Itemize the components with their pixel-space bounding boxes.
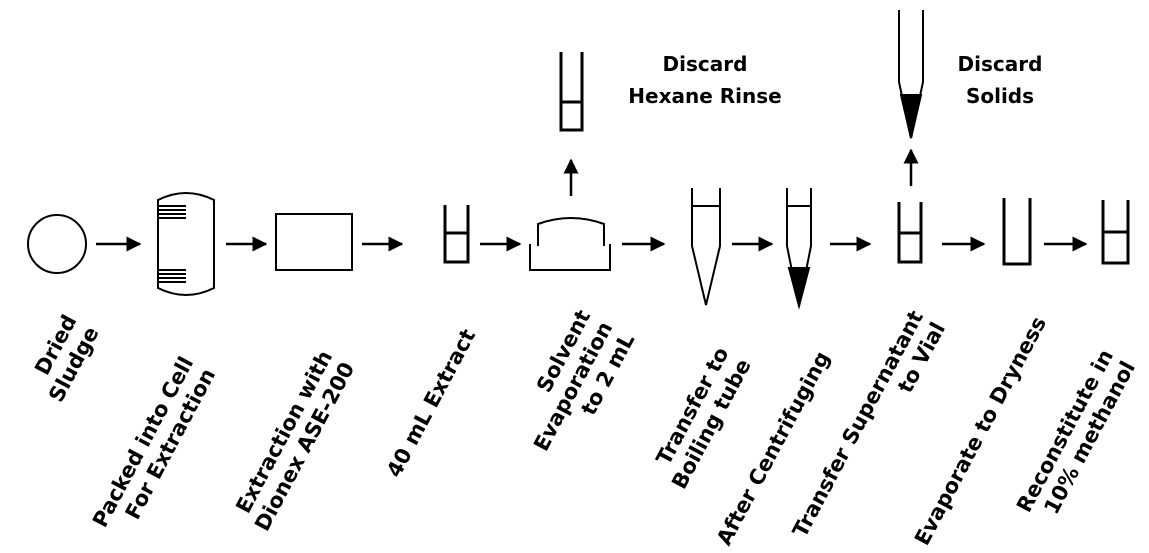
discard-line: Solids bbox=[965, 84, 1035, 108]
discard-solids-label: Discard Solids bbox=[945, 48, 1055, 112]
rectangle-icon bbox=[275, 213, 353, 271]
extraction-cell-icon bbox=[157, 192, 215, 296]
evaporation-vessel-icon bbox=[529, 217, 611, 271]
discard-line: Discard bbox=[662, 52, 748, 76]
vial-icon bbox=[897, 202, 923, 264]
discard-line: Discard bbox=[957, 52, 1043, 76]
vial-icon bbox=[443, 205, 470, 264]
discard-vial-icon bbox=[559, 52, 584, 132]
centrifuge-tube-icon bbox=[786, 188, 812, 310]
discard-tube-icon bbox=[898, 10, 924, 139]
discard-hexane-label: Discard Hexane Rinse bbox=[610, 48, 800, 112]
discard-line: Hexane Rinse bbox=[628, 84, 782, 108]
boiling-tube-icon bbox=[691, 188, 721, 306]
vial-icon bbox=[1101, 200, 1130, 265]
circle-icon bbox=[27, 214, 87, 274]
empty-vial-icon bbox=[1002, 198, 1032, 266]
